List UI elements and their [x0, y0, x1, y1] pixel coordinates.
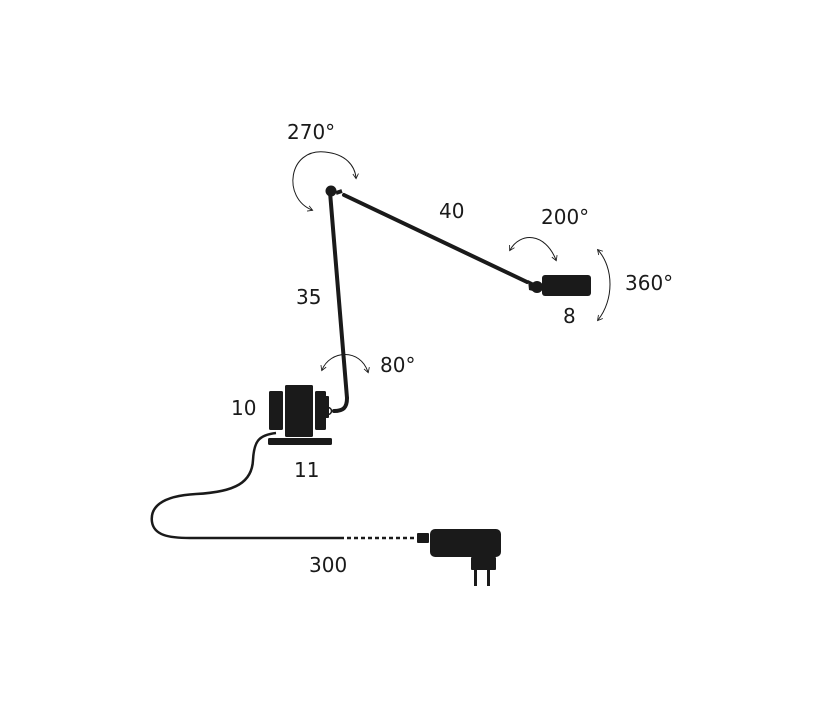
- label-base-height: 10: [231, 396, 256, 420]
- label-cable-length: 300: [309, 553, 347, 577]
- label-base-width: 11: [294, 458, 319, 482]
- label-head-rotation: 360°: [625, 271, 673, 295]
- rotation-arrows: [292, 151, 611, 374]
- label-head-size: 8: [563, 304, 576, 328]
- label-top-joint-rotation: 270°: [287, 120, 335, 144]
- lower-arm-foot: [332, 396, 349, 413]
- head-tilt-arrow-icon: [509, 237, 558, 262]
- top-joint-rotation-arrow-icon: [292, 151, 359, 212]
- lamp-arms: [328, 190, 529, 413]
- upper-arm: [342, 193, 529, 284]
- power-adapter-icon: [417, 529, 501, 586]
- head-rotation-arrow-icon: [596, 248, 611, 322]
- label-base-joint-rotation: 80°: [380, 353, 415, 377]
- label-head-tilt: 200°: [541, 205, 589, 229]
- label-lower-arm-length: 35: [296, 285, 321, 309]
- lower-arm: [328, 190, 349, 400]
- lamp-head: [528, 275, 591, 296]
- clamp-base: [268, 385, 333, 445]
- dimension-labels: 270° 40 200° 360° 8 35 80° 10 11 300: [231, 120, 673, 577]
- label-upper-arm-length: 40: [439, 199, 464, 223]
- top-joint: [325, 185, 343, 197]
- power-cable: [150, 431, 414, 540]
